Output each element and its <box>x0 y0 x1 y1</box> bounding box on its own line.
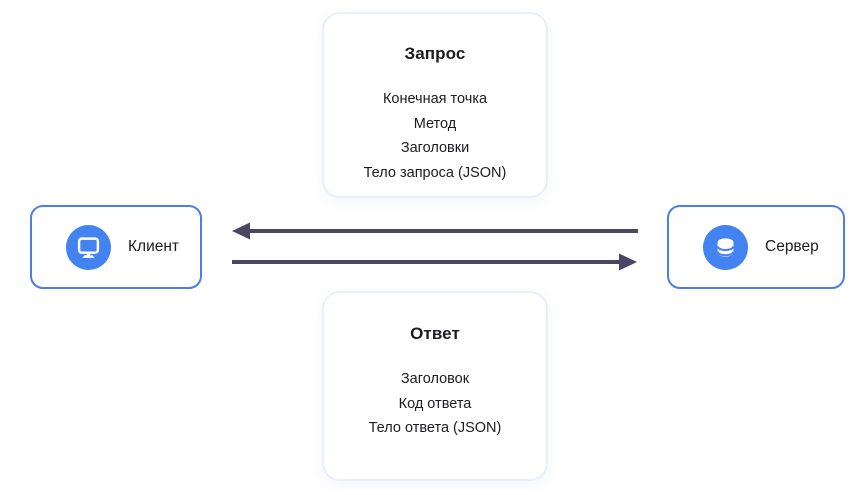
request-card-items: Конечная точка Метод Заголовки Тело запр… <box>324 87 546 185</box>
client-node-label: Клиент <box>128 238 180 255</box>
request-item-endpoint: Конечная точка <box>382 91 488 107</box>
server-node-label: Сервер <box>765 238 819 255</box>
database-icon <box>703 224 748 270</box>
request-item-method: Метод <box>413 115 457 132</box>
request-card: Запрос Конечная точка Метод Заголовки Те… <box>322 12 548 198</box>
response-card-items: Заголовок Код ответа Тело ответа (JSON) <box>324 367 546 441</box>
response-card: Ответ Заголовок Код ответа Тело ответа (… <box>322 291 548 481</box>
response-card-title: Ответ <box>410 324 460 343</box>
request-item-headers: Заголовки <box>400 140 470 156</box>
response-item-body: Тело ответа (JSON) <box>368 420 502 436</box>
response-item-code: Код ответа <box>398 395 472 412</box>
response-item-header: Заголовок <box>400 371 470 387</box>
arrows-layer <box>232 222 638 271</box>
monitor-icon <box>66 224 111 270</box>
request-arrow-right <box>232 253 637 271</box>
server-node: Сервер <box>667 205 845 289</box>
response-arrow-left <box>232 222 638 240</box>
client-node: Клиент <box>30 205 202 289</box>
request-item-body: Тело запроса (JSON) <box>363 164 507 181</box>
request-card-title: Запрос <box>404 44 466 63</box>
